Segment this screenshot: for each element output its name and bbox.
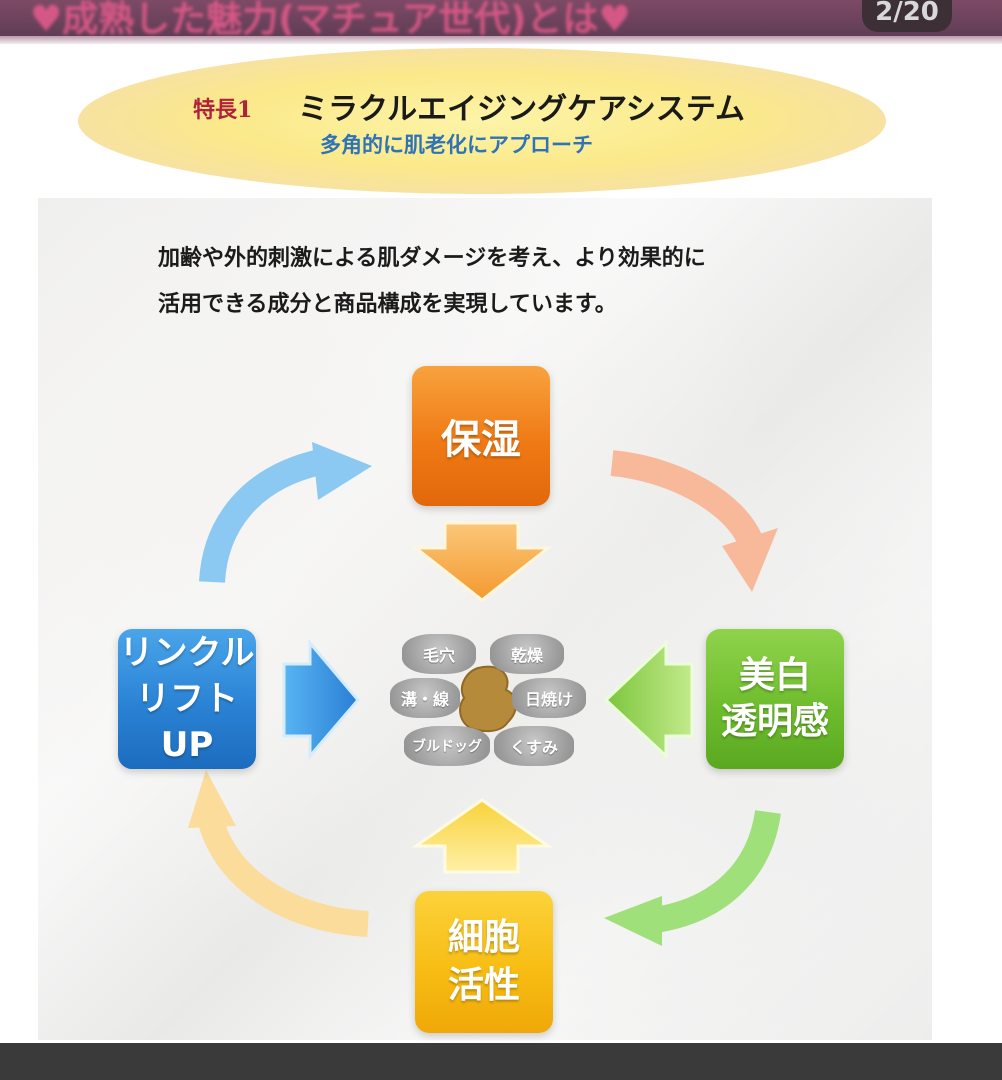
box-cell-activation-label: 細胞 活性	[447, 917, 520, 1006]
header-highlight	[78, 48, 886, 194]
box-wrinkle-lift-label: リンクル リフトUP	[119, 633, 255, 765]
concern-pores: 毛穴	[402, 634, 476, 674]
intro-text: 加齢や外的刺激による肌ダメージを考え、より効果的に 活用できる成分と商品構成を実…	[158, 236, 858, 328]
skin-concerns-cluster: 毛穴 乾燥 溝・線 日焼け ブルドッグ くすみ	[390, 622, 590, 774]
concern-sunburn: 日焼け	[512, 678, 586, 718]
bottom-nav-bar[interactable]	[0, 1043, 1002, 1080]
feature-label: 特長1	[193, 97, 253, 123]
feature-title: ミラクルエイジングケアシステム	[298, 92, 745, 127]
concern-lines: 溝・線	[390, 678, 460, 718]
top-banner: ♥成熟した魅力(マチュア世代)とは♥ 2/20	[0, 0, 1002, 42]
concern-sagging: ブルドッグ	[404, 726, 490, 766]
blurred-page-title: ♥成熟した魅力(マチュア世代)とは♥	[30, 0, 631, 40]
box-moisture-label: 保湿	[441, 417, 521, 463]
box-whitening-label: 美白 透明感	[720, 655, 829, 742]
box-moisture: 保湿	[412, 366, 550, 506]
intro-line-1: 加齢や外的刺激による肌ダメージを考え、より効果的に	[158, 246, 706, 271]
banner-divider	[0, 36, 1002, 44]
box-whitening: 美白 透明感	[706, 629, 844, 769]
concern-dryness: 乾燥	[490, 634, 564, 674]
slide-counter: 2/20	[862, 0, 952, 32]
feature-subtitle: 多角的に肌老化にアプローチ	[320, 133, 593, 157]
box-cell-activation: 細胞 活性	[415, 891, 553, 1033]
concern-dullness: くすみ	[494, 726, 574, 766]
box-wrinkle-lift: リンクル リフトUP	[118, 629, 256, 769]
intro-line-2: 活用できる成分と商品構成を実現しています。	[158, 292, 617, 317]
